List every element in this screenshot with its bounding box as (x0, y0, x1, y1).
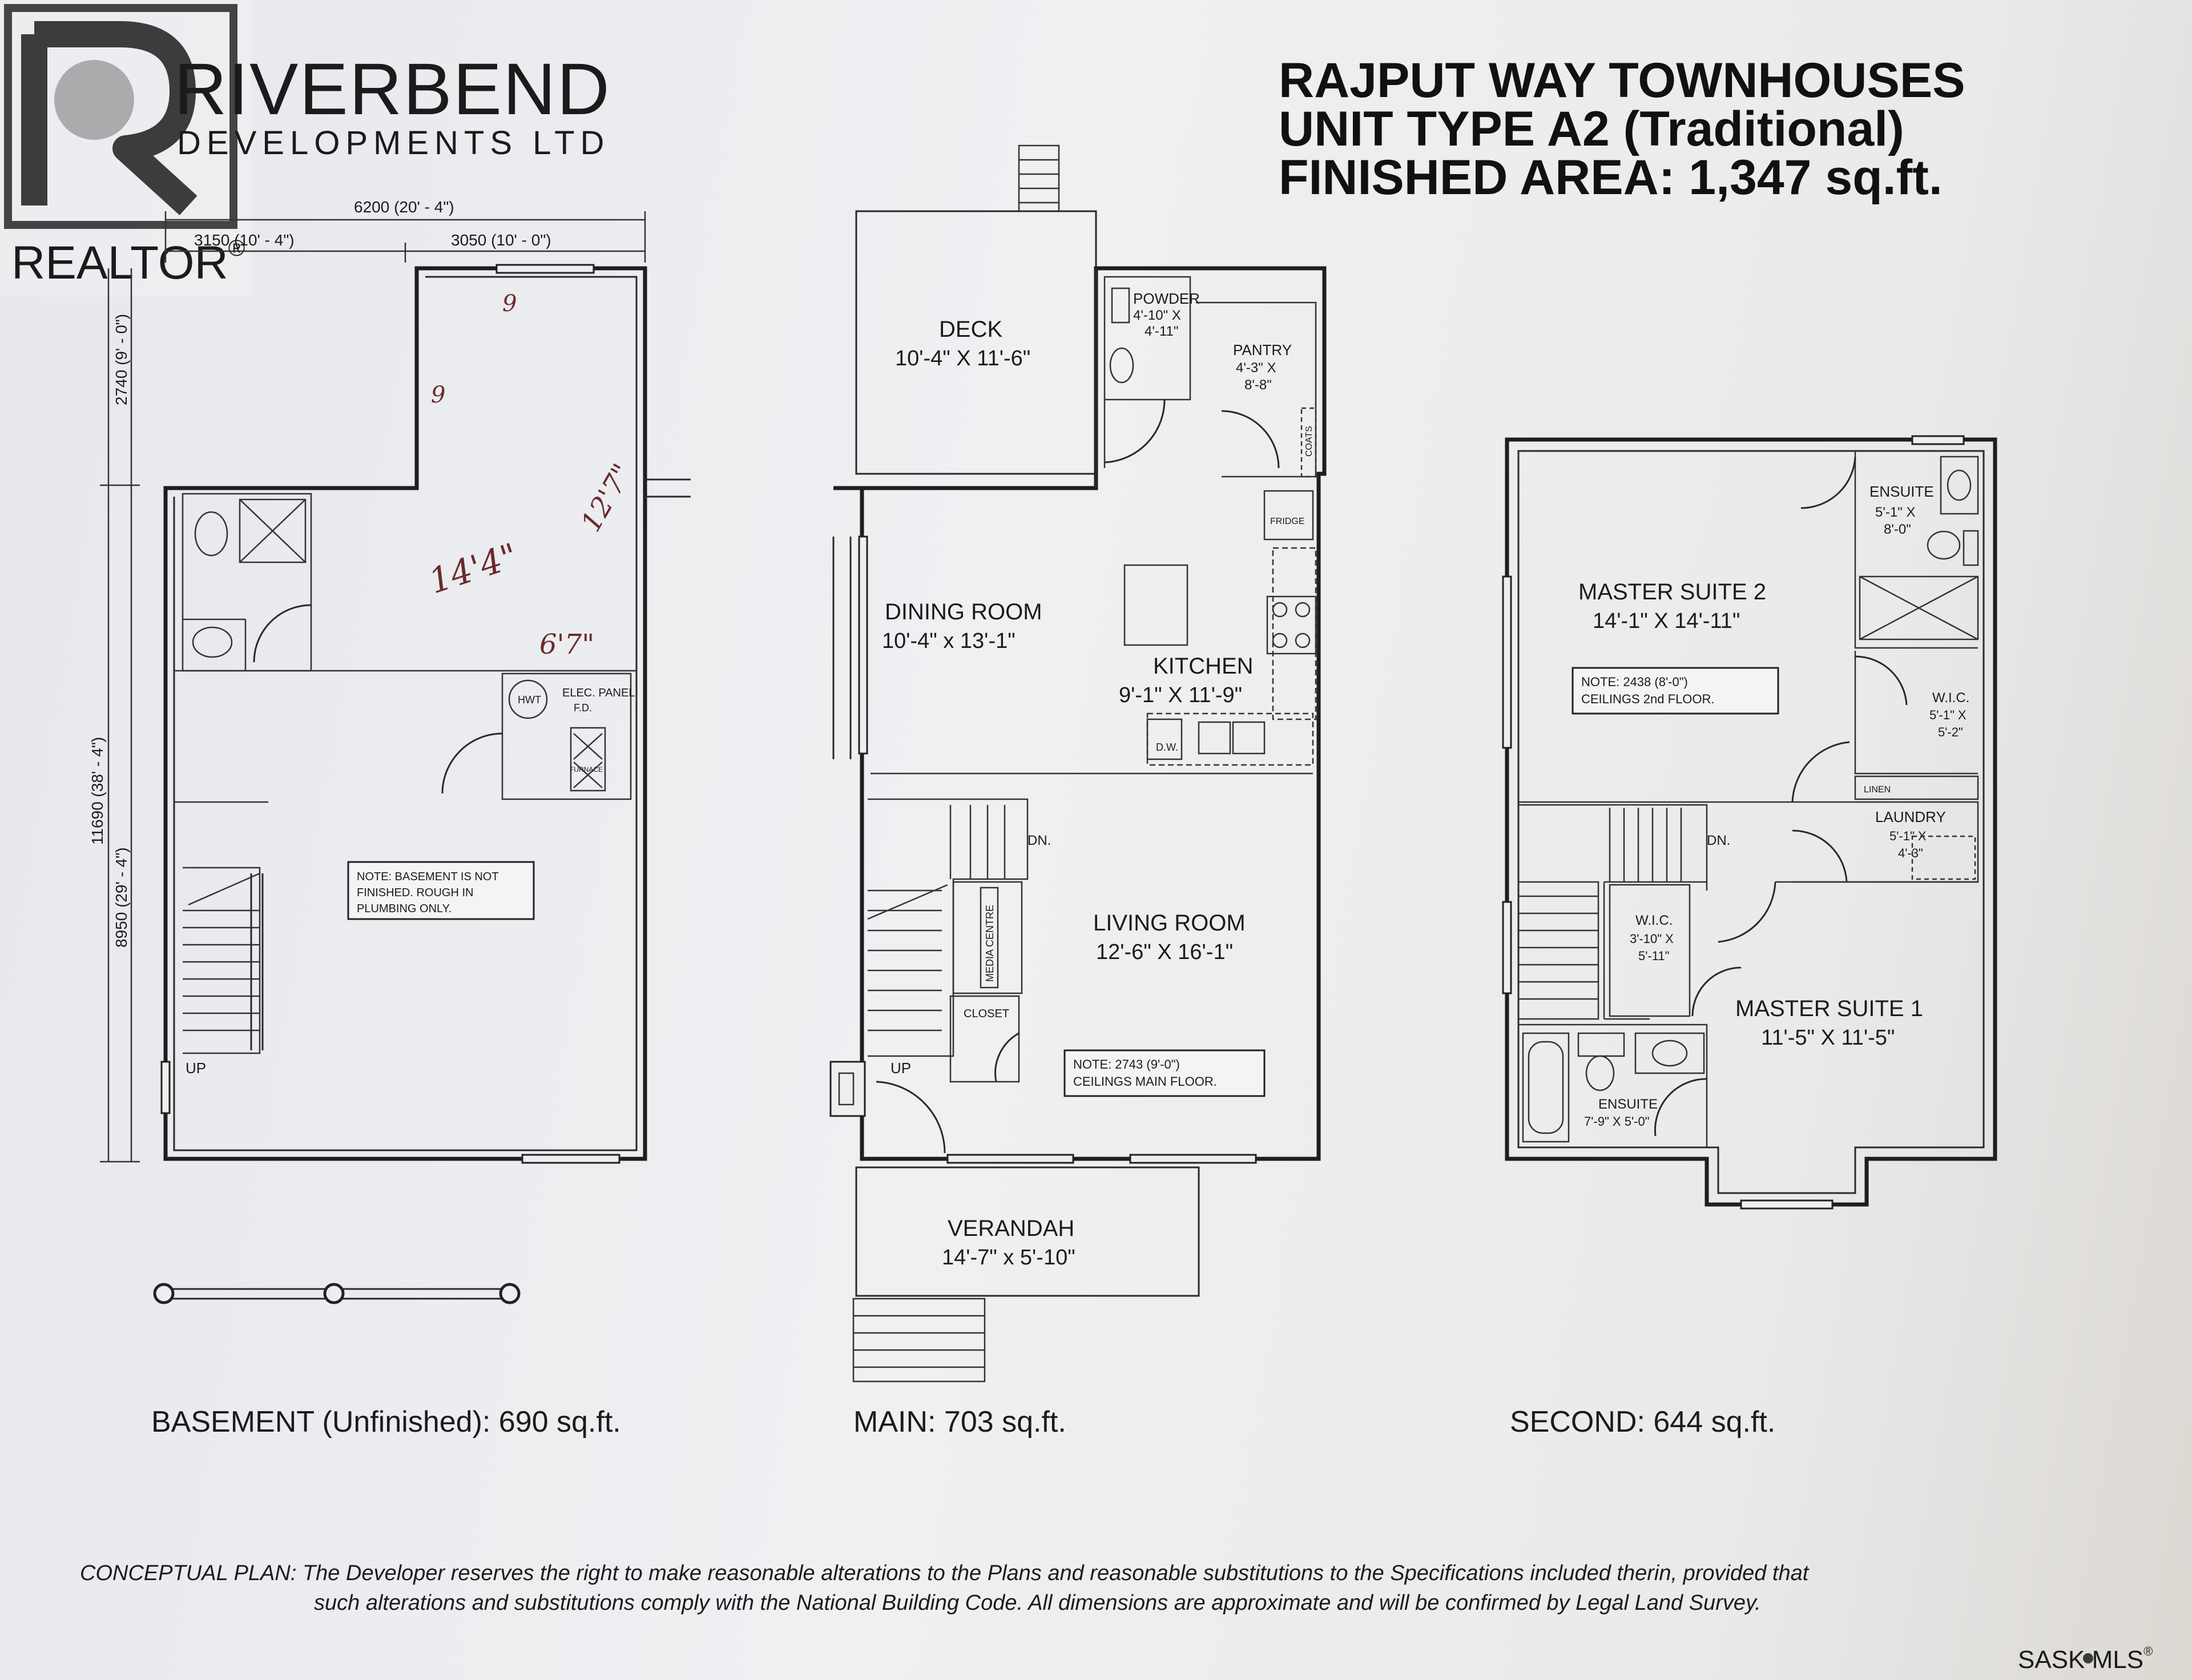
laundry-label: LAUNDRY (1875, 808, 1946, 825)
deck-size: 10'-4" X 11'-6" (895, 347, 1030, 370)
hand-note-4: 12'7" (575, 458, 639, 537)
ensuite-top-label: ENSUITE (1869, 483, 1934, 500)
fd-label: F.D. (574, 702, 592, 714)
dining-room-size: 10'-4" x 13'-1" (882, 629, 1016, 653)
basement-plan: 6200 (20' - 4") 3150 (10' - 4") 3050 (10… (88, 198, 691, 1304)
main-note-line-1: NOTE: 2743 (9'-0") (1073, 1057, 1180, 1071)
wic-left-label: W.I.C. (1635, 913, 1673, 928)
wic-left-size-1: 3'-10" X (1630, 932, 1674, 946)
laundry-size-2: 4'-3" (1898, 846, 1923, 860)
hand-note-1: 9 (502, 291, 517, 317)
main-note-line-2: CEILINGS MAIN FLOOR. (1073, 1074, 1217, 1089)
kitchen-size: 9'-1" X 11'-9" (1119, 683, 1242, 707)
pantry-label: PANTRY (1233, 341, 1292, 358)
title-line-1: RAJPUT WAY TOWNHOUSES (1279, 53, 1965, 108)
dim-overall-depth: 11690 (38' - 4") (88, 737, 106, 845)
powder-size-2: 4'-11" (1145, 324, 1178, 339)
disclaimer-line-2: such alterations and substitutions compl… (314, 1591, 1761, 1615)
basement-note-line-1: NOTE: BASEMENT IS NOT (357, 871, 499, 883)
hand-note-2: 9 (431, 382, 445, 408)
powder-label: POWDER (1133, 290, 1200, 307)
dishwasher-label: D.W. (1156, 742, 1178, 753)
wic-left-size-2: 5'-11" (1638, 949, 1669, 963)
basement-caption: BASEMENT (Unfinished): 690 sq.ft. (151, 1405, 621, 1439)
pantry-size-1: 4'-3" X (1236, 360, 1276, 376)
second-caption: SECOND: 644 sq.ft. (1510, 1405, 1775, 1439)
realtor-logo: REALTOR® (0, 0, 251, 297)
living-room-size: 12'-6" X 16'-1" (1096, 940, 1233, 964)
title-line-2: UNIT TYPE A2 (Traditional) (1279, 102, 1904, 156)
closet-label: CLOSET (964, 1008, 1009, 1020)
verandah-label: VERANDAH (948, 1216, 1074, 1241)
basement-note-line-3: PLUMBING ONLY. (357, 903, 452, 915)
dim-right-width: 3050 (10' - 0") (451, 231, 551, 249)
second-note-line-1: NOTE: 2438 (8'-0") (1581, 675, 1688, 689)
brand-tagline: DEVELOPMENTS LTD (177, 124, 610, 162)
powder-size-1: 4'-10" X (1133, 308, 1181, 323)
main-caption: MAIN: 703 sq.ft. (853, 1405, 1066, 1439)
ensuite-bottom-size: 7'-9" X 5'-0" (1584, 1114, 1650, 1129)
ensuite-top-size-2: 8'-0" (1884, 522, 1911, 537)
wic-right-size-1: 5'-1" X (1929, 708, 1967, 722)
linen-label: LINEN (1864, 785, 1891, 795)
verandah-size: 14'-7" x 5'-10" (942, 1246, 1075, 1270)
title-line-3: FINISHED AREA: 1,347 sq.ft. (1279, 150, 1943, 205)
dim-left-width: 3150 (10' - 4") (194, 231, 295, 249)
hand-note-5: 6'7" (539, 629, 594, 660)
main-floor-plan: DECK 10'-4" X 11'-6" POWDER 4'-10" X 4'-… (829, 144, 1327, 1383)
second-floor-plan: ENSUITE 5'-1" X 8'-0" W.I.C. 5'-1" X 5'-… (1502, 435, 1997, 1210)
elec-panel-label: ELEC. PANEL (562, 687, 635, 699)
ensuite-bottom-label: ENSUITE (1598, 1097, 1658, 1112)
coats-label: COATS (1304, 426, 1314, 457)
master-suite-1-size: 11'-5" X 11'-5" (1761, 1026, 1895, 1050)
master-suite-1-label: MASTER SUITE 1 (1735, 996, 1923, 1021)
media-centre-label: MEDIA CENTRE (984, 905, 996, 982)
wic-right-label: W.I.C. (1932, 690, 1969, 706)
main-dn-label: DN. (1028, 833, 1051, 848)
ensuite-top-size-1: 5'-1" X (1875, 505, 1915, 520)
master-suite-2-size: 14'-1" X 14'-11" (1593, 609, 1740, 633)
mls-mark: SASK MLS® (2018, 1644, 2153, 1674)
second-dn-label: DN. (1707, 833, 1730, 848)
basement-up-label: UP (186, 1059, 206, 1077)
pantry-size-2: 8'-8" (1244, 377, 1272, 393)
hwt-label: HWT (518, 694, 541, 706)
disclaimer-line-1: CONCEPTUAL PLAN: The Developer reserves … (80, 1561, 1810, 1585)
living-room-label: LIVING ROOM (1093, 910, 1246, 936)
sask-mls-logo: SASK MLS® (2018, 1644, 2153, 1674)
master-suite-2-label: MASTER SUITE 2 (1578, 579, 1766, 605)
second-note-line-2: CEILINGS 2nd FLOOR. (1581, 692, 1715, 706)
wic-right-size-2: 5'-2" (1938, 725, 1963, 739)
basement-note-line-2: FINISHED. ROUGH IN (357, 887, 473, 899)
dim-top-depth: 2740 (9' - 0") (112, 314, 130, 405)
furnace-label: FURNACE (570, 766, 603, 773)
main-up-label: UP (890, 1059, 911, 1077)
deck-label: DECK (939, 317, 1002, 342)
dim-total-width: 6200 (20' - 4") (354, 198, 454, 216)
realtor-mark: REALTOR® (11, 236, 245, 289)
fridge-label: FRIDGE (1270, 517, 1304, 526)
mls-pin-icon (2083, 1653, 2093, 1663)
hand-note-3: 14'4" (424, 536, 522, 602)
dining-room-label: DINING ROOM (885, 599, 1042, 625)
kitchen-label: KITCHEN (1153, 654, 1254, 679)
dim-lower-depth: 8950 (29' - 4") (112, 847, 130, 948)
brand-name: RIVERBEND (174, 49, 611, 130)
